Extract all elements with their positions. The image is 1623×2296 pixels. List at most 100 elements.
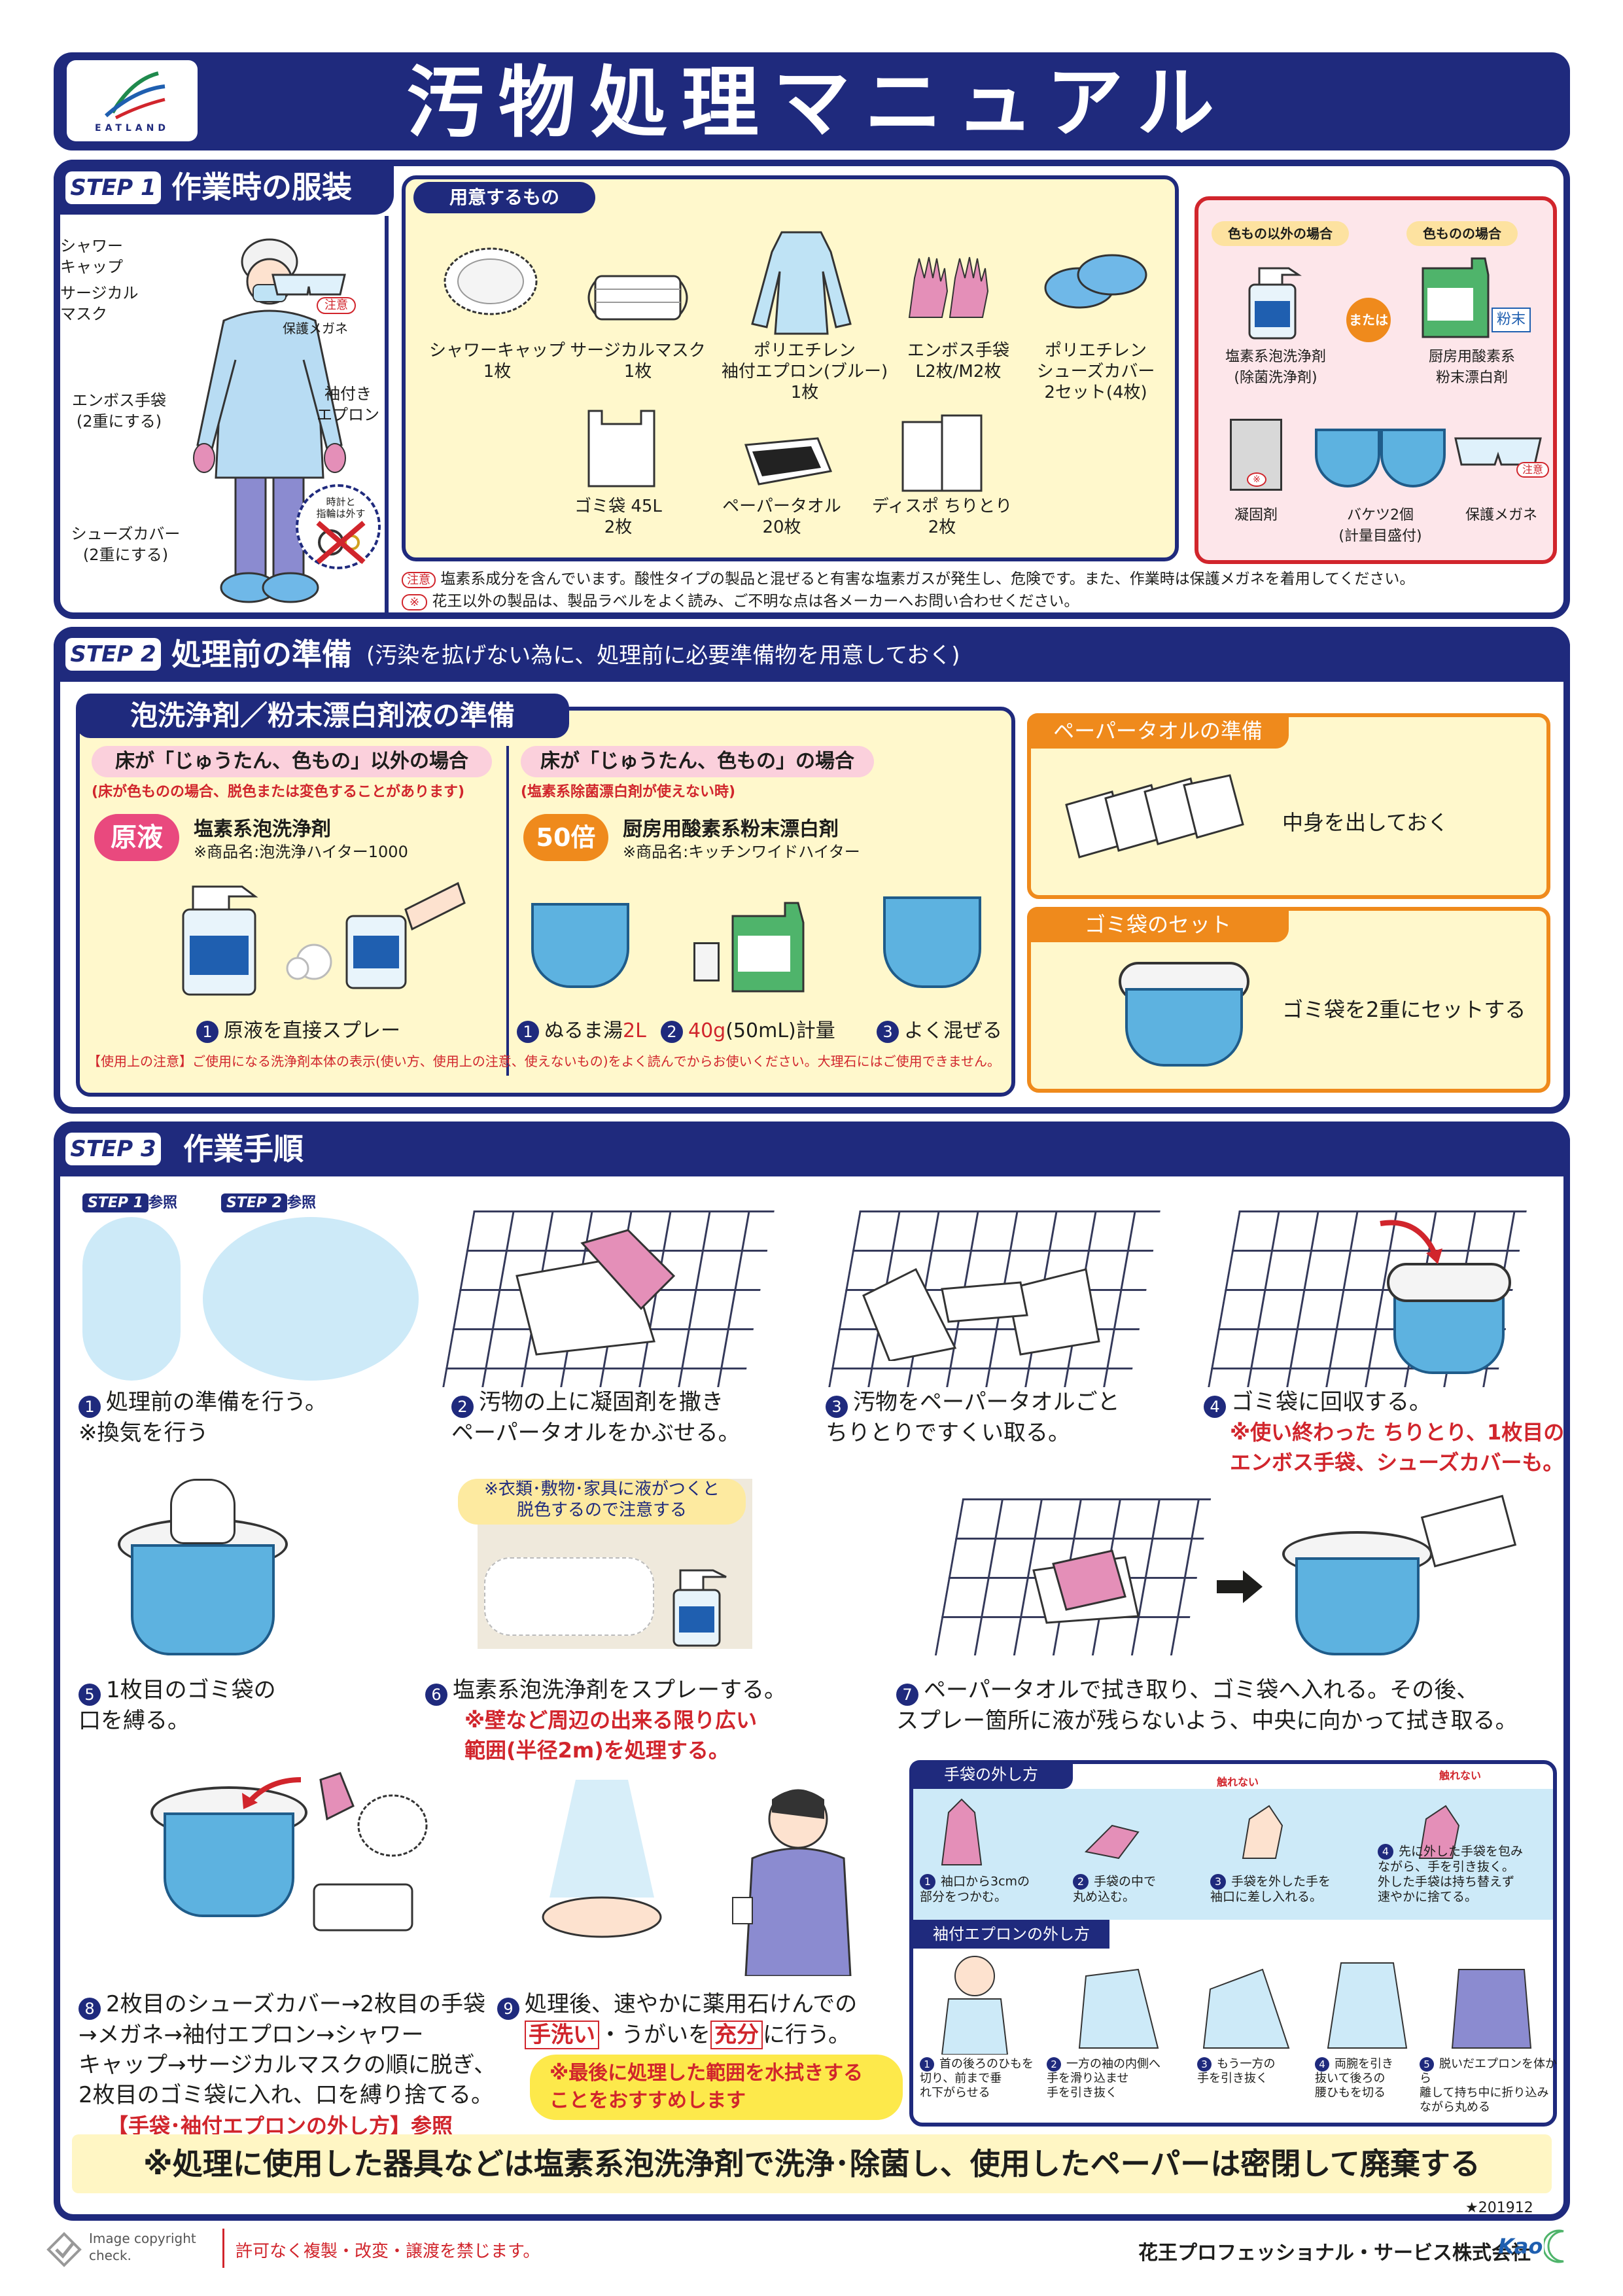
bag-bucket [1125,988,1243,1067]
step-8-arrow-icon [242,1777,302,1809]
emboss-gloves-icon [903,252,994,324]
tag-colored: 色ものの場合 [1406,221,1518,246]
bleach-jug-icon [1422,257,1490,338]
bucket-icon-2 [1380,429,1446,487]
paper-prep-text: 中身を出しておく [1282,810,1449,835]
step-9-note: ※最後に処理した範囲を水拭きする ことをおすすめします [530,2055,903,2120]
glove-removal-steps-illustration [941,1798,1460,1865]
step-8-note: 【手袋･袖付エプロンの外し方】参照 [107,2113,453,2138]
left-case-label: 床が「じゅうたん、色もの」以外の場合 [92,746,492,777]
left-case-warning: (床が色ものの場合、脱色または変色することがあります) [92,784,465,800]
bucket-icon-1 [1315,429,1380,487]
chem-caution-badge: 注意 [1516,462,1549,478]
note-row-1: 注意 塩素系成分を含んでいます。酸性タイプの製品と混ぜると有害な塩素ガスが発生し… [402,569,1566,589]
step-4-bag-rim [1387,1263,1511,1302]
step-4-arrow-icon [1380,1220,1442,1264]
warm-water-bucket [531,903,629,988]
paper-towel-icon [733,432,837,491]
step1-badge: STEP 1 [65,171,161,204]
step-6-foam [484,1557,654,1636]
bag-set-title: ゴミ袋のセット [1027,907,1289,942]
step2-header [54,627,1570,682]
prepare-title: 用意するもの [413,182,595,213]
step-7-wipe-hand [1032,1549,1140,1624]
step3-header [54,1122,1570,1176]
note-mark-asterisk: ※ [402,594,428,610]
watch-ring-text: 時計と 指輪は外す [316,496,366,520]
step-2-gloves-paper [515,1229,676,1356]
apron-icon [746,226,857,337]
watch-ring-warning: 時計と 指輪は外す [296,484,381,569]
surgical-mask-icon [579,268,697,327]
glove-no-touch-2: 触れない [1439,1769,1482,1782]
step-3-dustpan-scoop [862,1267,1100,1361]
chem-item4: バケツ2個 (計量目盛付) [1338,507,1422,544]
step-9-gargle-illustration [732,1789,852,1976]
company-name: 花王プロフェッショナル・サービス株式会社 [1138,2242,1531,2265]
step3-title: 作業手順 [183,1131,304,1167]
mixing-bucket [883,896,981,988]
glove-no-touch-1: 触れない [1217,1776,1259,1788]
apron-removal-steps-illustration [941,1956,1532,2055]
step-4-note: ※使い終わった ちりとり、1枚目の エンボス手袋、シューズカバーも。 [1230,1420,1565,1475]
step-9-handwash-illustration [542,1780,662,1938]
label-emboss-gloves: エンボス手袋 (2重にする) [72,391,166,431]
no-watch-icon [316,520,366,565]
powder-label: 粉末 [1492,308,1531,332]
safety-goggles-icon [1454,437,1542,466]
foam-prep-title: 泡洗浄剤／粉末漂白剤液の準備 [76,694,569,738]
ref-supplies-oval [203,1217,419,1381]
step-5-bucket [131,1544,275,1655]
step-5-tied-bag [170,1479,236,1544]
bag-set-text: ゴミ袋を2重にセットする [1282,997,1526,1022]
note-mark-caution: 注意 [402,572,436,588]
goggles-caution-badge: 注意 [317,297,356,314]
measuring-cup [693,942,720,981]
step3-badge: STEP 3 [65,1133,161,1165]
goggles-icon [271,274,346,296]
right-product-note: ※商品名:キッチンワイドハイター [623,843,860,861]
step-7-bucket [1295,1557,1420,1655]
item-apron-name: ポリエチレン 袖付エプロン(ブルー)1枚 [721,341,888,402]
step1-title: 作業時の服装 [171,169,352,205]
image-copyright-text: Image copyright check. [89,2231,196,2263]
step2-badge: STEP 2 [65,638,161,671]
eatland-logo: EATLAND [67,60,198,141]
glove-removal-title: 手袋の外し方 [909,1760,1073,1789]
header-bar [54,52,1570,150]
ref-worker-oval [82,1217,181,1381]
right-product: 厨房用酸素系粉末漂白剤 [623,818,839,841]
shower-cap-icon [419,242,563,315]
note-text-2: 花王以外の製品は、製品ラベルをよく読み、ご不明な点は各メーカーへお問い合わせくだ… [432,593,1079,610]
label-shower-cap: シャワー キャップ [60,237,123,276]
label-surgical-mask: サージカル マスク [60,284,139,323]
spray-bottle-icon [1248,267,1302,340]
chem-item1: 塩素系泡洗浄剤 (除菌洗浄剤) [1225,349,1326,386]
step-8-discarded-items [313,1772,428,1932]
step-6-spray-bottle-icon [672,1569,727,1647]
right-case-warning: (塩素系除菌漂白剤が使えない時) [521,784,736,800]
label-shoe-cover: シューズカバー (2重にする) [71,525,181,564]
copyright-check-icon [46,2232,82,2267]
note-row-2: ※ 花王以外の製品は、製品ラベルをよく読み、ご不明な点は各メーカーへお問い合わせ… [402,592,1566,611]
